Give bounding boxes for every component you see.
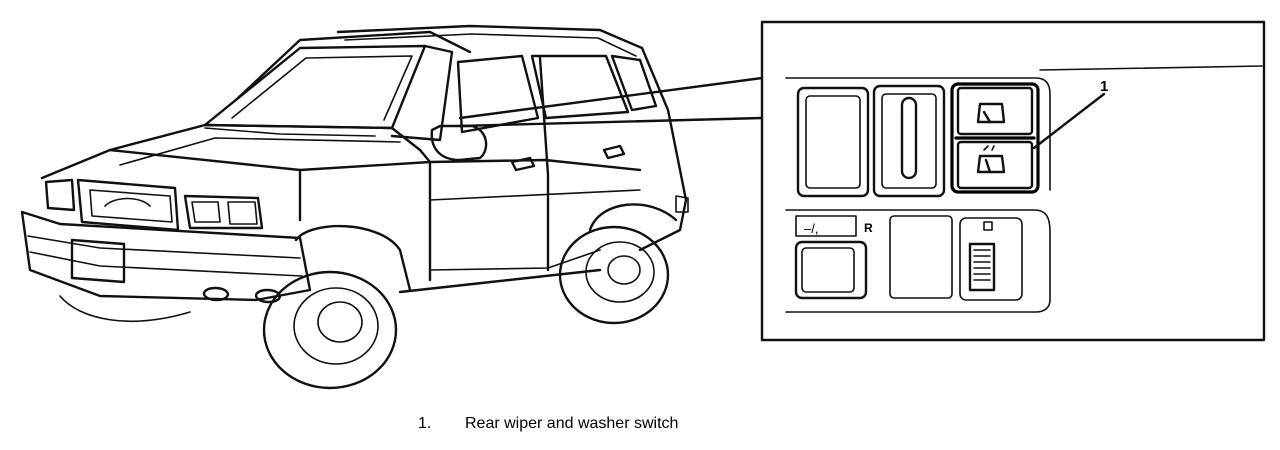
caption-number: 1. [418, 415, 432, 432]
rear-washer-switch-icon [976, 145, 1006, 174]
caption-text: Rear wiper and washer switch [465, 415, 679, 432]
suv-illustration [20, 24, 689, 390]
rear-wiper-switch-icon [976, 102, 1006, 124]
rear-wiper-washer-switch [950, 82, 1040, 194]
panel-r-label: R [864, 221, 873, 235]
callout-number: 1 [1100, 78, 1108, 95]
callout-1-leader [1032, 92, 1106, 150]
callout-leader-lines [458, 76, 764, 128]
defog-symbol: –/, [804, 221, 818, 236]
switch-panel-detail: 1 –/, R [760, 20, 1266, 342]
